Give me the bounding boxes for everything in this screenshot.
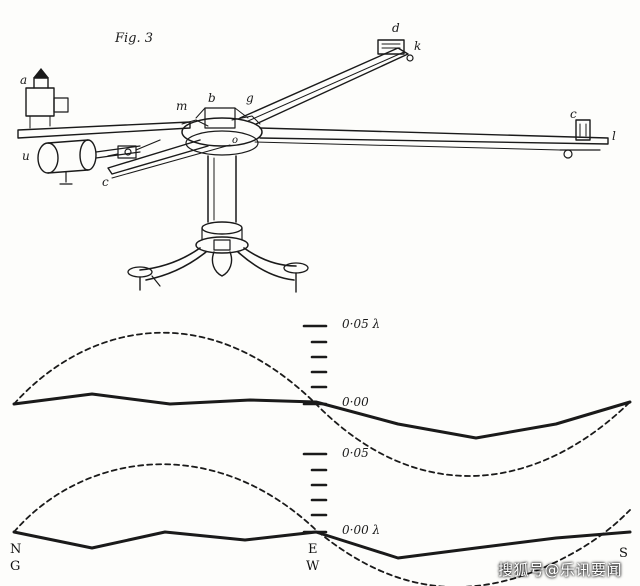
scale-label-upper-zero: 0·00 xyxy=(342,395,369,409)
upper-scale-ticks xyxy=(302,324,328,406)
tripod-base xyxy=(127,239,309,293)
mirror-holder-c-right xyxy=(559,119,601,159)
label-l: l xyxy=(612,129,616,143)
lamp-housing-a xyxy=(25,68,69,129)
lower-scale-ticks xyxy=(302,452,328,534)
label-m: m xyxy=(176,99,188,113)
arm-right xyxy=(254,127,609,151)
arm-left xyxy=(17,121,191,139)
lower-observed-curve xyxy=(12,530,632,560)
label-c-right: c xyxy=(570,107,577,121)
label-k: k xyxy=(414,39,422,53)
watermark-text: 搜狐号@乐讯要闻 xyxy=(497,561,622,579)
support-column xyxy=(195,155,249,254)
upper-theoretical-curve xyxy=(13,331,631,477)
direction-s: S xyxy=(619,546,628,561)
screw-assembly-c xyxy=(107,139,161,159)
label-a: a xyxy=(20,73,28,87)
label-u: u xyxy=(22,149,30,163)
scale-label-lower-zero: 0·00 λ xyxy=(342,523,381,537)
central-plate xyxy=(181,107,263,156)
direction-w: W xyxy=(306,559,320,574)
graph-region xyxy=(12,324,632,586)
direction-e: E xyxy=(308,542,318,557)
label-g: g xyxy=(246,91,254,105)
figure-caption: Fig. 3 xyxy=(115,31,154,46)
direction-n: N xyxy=(10,542,22,557)
arm-upper xyxy=(239,47,409,125)
scale-label-upper-top: 0·05 λ xyxy=(342,317,381,331)
upper-observed-curve xyxy=(12,392,632,440)
lower-theoretical-curve xyxy=(13,463,631,586)
label-o: o xyxy=(232,135,239,146)
scale-label-lower-top: 0·05 xyxy=(342,446,369,460)
label-b: b xyxy=(208,91,216,105)
label-d: d xyxy=(392,21,400,35)
arm-lower xyxy=(107,139,231,179)
mirror-block-d xyxy=(377,39,414,62)
interferometer-apparatus xyxy=(17,39,609,293)
direction-g: G xyxy=(10,559,21,574)
label-c-left: c xyxy=(102,175,109,189)
